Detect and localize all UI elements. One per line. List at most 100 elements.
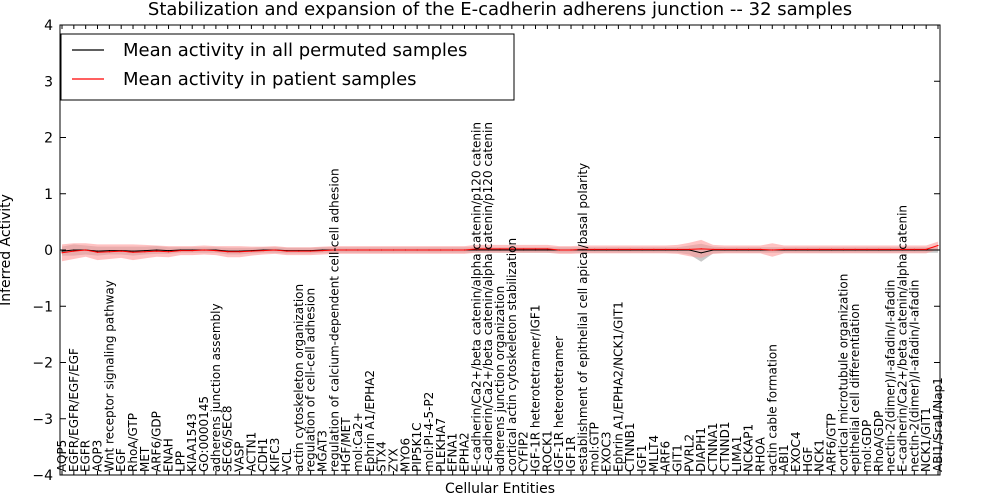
point-series-0-36 — [487, 249, 489, 251]
point-series-1-41 — [546, 248, 549, 250]
point-series-0-37 — [499, 249, 501, 251]
point-series-1-38 — [511, 248, 513, 250]
x-tick-label: EXOC4 — [789, 432, 803, 473]
point-series-1-60 — [771, 249, 773, 251]
x-tick-label: ABI1/Sra1/Nap1 — [931, 377, 945, 472]
point-series-1-27 — [381, 249, 383, 251]
point-series-0-6 — [132, 250, 134, 252]
x-tick-label: MET — [138, 446, 152, 472]
x-tick-label: SEC6/SEC8 — [221, 406, 235, 472]
x-tick-label: RhoA/GDP — [872, 411, 886, 472]
x-tick-label: CDH1 — [256, 438, 270, 472]
point-series-0-54 — [700, 252, 702, 254]
point-series-1-35 — [475, 248, 477, 250]
x-tick-label: VCL — [280, 448, 294, 472]
x-tick-label: Ephrin A1/EPHA2 — [363, 370, 377, 472]
point-series-1-0 — [61, 252, 63, 254]
x-tick-label: GIT1 — [671, 444, 685, 472]
x-tick-label: HGF — [801, 447, 815, 472]
x-tick-label: CYFIP2 — [517, 431, 531, 472]
x-tick-label: mol:PI-4-5-P2 — [422, 392, 436, 472]
point-series-0-9 — [167, 250, 170, 252]
x-tick-label: MGAT3 — [315, 430, 329, 472]
x-tick-label: EFNA1 — [446, 433, 460, 472]
x-tick-label: NCK1/GIT1 — [919, 407, 933, 472]
point-series-1-12 — [203, 249, 205, 251]
point-series-1-44 — [582, 248, 584, 250]
x-tick-label: AQP5 — [55, 440, 69, 472]
x-tick-label: HGF/MET — [339, 417, 353, 472]
x-tick-label: KIAA1543 — [185, 413, 199, 472]
x-tick-label: ACTN1 — [244, 432, 258, 472]
x-tick-label: MLLT4 — [647, 435, 661, 472]
x-tick-label: EPHA2 — [458, 432, 472, 472]
point-series-1-31 — [428, 249, 430, 251]
point-series-1-4 — [108, 251, 110, 253]
x-tick-label: adherens junction assembly — [209, 303, 223, 472]
x-tick-label: E-cadherin/Ca2+/beta catenin/alpha caten… — [469, 122, 483, 472]
y-tick-label: 3 — [44, 74, 53, 90]
point-series-1-18 — [274, 249, 276, 251]
point-series-0-1 — [73, 249, 75, 251]
point-series-1-68 — [866, 248, 868, 250]
point-series-1-64 — [819, 248, 821, 250]
x-tick-label: RHOA — [753, 436, 767, 472]
legend-box — [60, 33, 515, 101]
x-tick-label: PVRL2 — [682, 434, 696, 472]
chart-title: Stabilization and expansion of the E-cad… — [148, 0, 852, 20]
point-series-1-52 — [677, 248, 679, 250]
point-series-0-3 — [96, 250, 99, 252]
point-series-1-7 — [144, 251, 146, 253]
point-series-1-49 — [641, 248, 643, 250]
x-tick-label: regulation of calcium-dependent cell-cel… — [327, 168, 341, 472]
x-tick-label: DIAPH1 — [694, 427, 708, 472]
x-tick-label: EGFR — [79, 440, 93, 472]
x-tick-label: ENAH — [162, 438, 176, 472]
point-series-1-32 — [440, 249, 442, 251]
point-series-1-22 — [321, 250, 323, 252]
x-tick-label: E-cadherin/Ca2+/beta catenin/alpha caten… — [896, 205, 910, 472]
point-series-0-40 — [534, 249, 537, 251]
point-series-1-72 — [913, 248, 915, 250]
plot-frame — [59, 24, 941, 476]
point-series-1-45 — [594, 248, 596, 250]
point-series-1-23 — [333, 249, 335, 251]
point-series-0-35 — [475, 249, 477, 251]
x-tick-label: KIFC3 — [268, 438, 282, 472]
x-tick-label: IGF-1R heterotetramer/IGF1 — [529, 305, 543, 472]
point-series-1-51 — [665, 248, 667, 250]
point-series-1-33 — [452, 249, 454, 251]
point-series-1-19 — [286, 250, 288, 252]
point-series-0-41 — [546, 249, 549, 251]
x-tick-label: EGFR/EGFR/EGF/EGF — [67, 348, 81, 472]
legend: Mean activity in all permuted samples Me… — [60, 33, 515, 101]
point-series-1-53 — [688, 248, 691, 250]
point-series-1-6 — [132, 251, 134, 253]
x-tick-label: EGF — [114, 448, 128, 472]
y-tick-label: −1 — [32, 299, 53, 315]
point-series-1-50 — [653, 248, 655, 250]
x-tick-label: IGF-1R heterotetramer — [552, 336, 566, 472]
point-series-1-15 — [239, 251, 241, 253]
y-tick-label: −2 — [32, 356, 53, 372]
legend-label-permuted: Mean activity in all permuted samples — [123, 40, 467, 61]
point-series-1-40 — [534, 248, 537, 250]
x-tick-label: PLEKHA7 — [434, 418, 448, 472]
x-tick-label: actin cable formation — [765, 344, 779, 472]
x-tick-label: VASP — [233, 441, 247, 472]
point-series-1-21 — [310, 250, 312, 252]
point-series-1-37 — [499, 248, 501, 250]
point-series-1-10 — [179, 250, 181, 252]
point-series-1-30 — [416, 249, 418, 251]
point-series-1-61 — [783, 248, 785, 250]
point-series-1-13 — [215, 250, 217, 252]
point-series-1-66 — [842, 248, 844, 250]
x-tick-label: RhoA/GTP — [126, 413, 140, 472]
point-series-1-24 — [345, 249, 347, 251]
point-series-1-8 — [156, 250, 158, 252]
point-series-1-70 — [890, 248, 892, 250]
x-tick-label: ARF6 — [659, 441, 673, 472]
x-tick-label: establishment of epithelial cell apical/… — [576, 163, 590, 472]
point-series-1-47 — [617, 248, 620, 250]
